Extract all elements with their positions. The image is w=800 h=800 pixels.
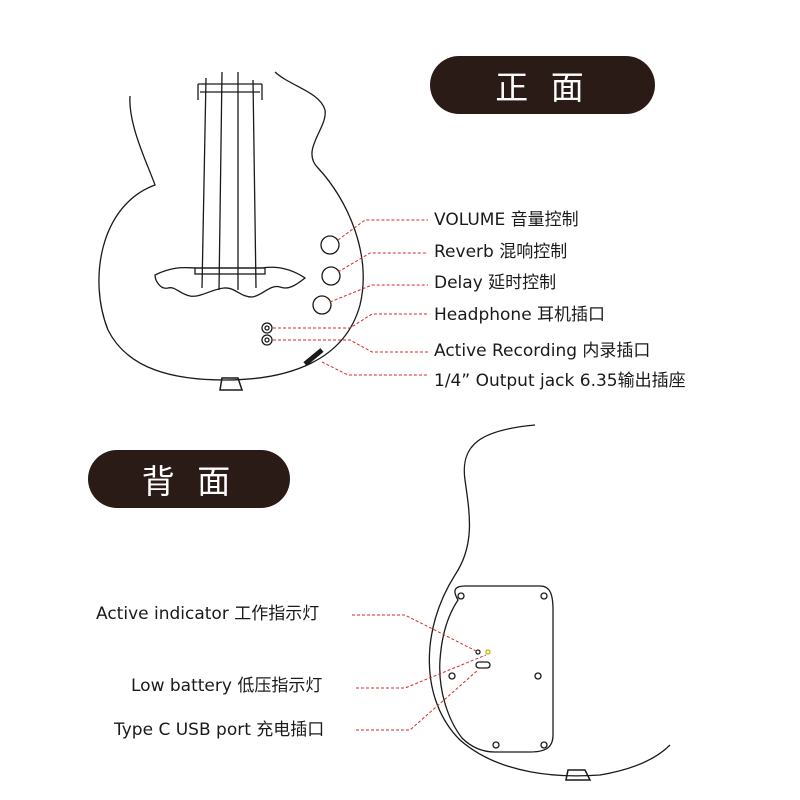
volume-knob xyxy=(320,235,340,255)
active-indicator-led xyxy=(475,649,481,655)
back-section-title: 背 面 xyxy=(88,450,290,508)
leader-active-indicator xyxy=(352,614,479,653)
headphone-jack xyxy=(261,322,273,334)
callout-delay: Delay 延时控制 xyxy=(434,273,557,293)
callout-usbc: Type C USB port 充电插口 xyxy=(114,720,325,740)
callout-low-battery: Low battery 低压指示灯 xyxy=(131,676,323,696)
leader-delay xyxy=(329,284,428,303)
output-jack xyxy=(303,348,324,366)
usb-c-port xyxy=(475,661,491,669)
front-nut xyxy=(197,83,263,100)
front-guitar-body xyxy=(98,71,364,381)
leader-low-battery xyxy=(356,654,487,689)
leader-usbc xyxy=(356,669,479,731)
callout-active-indicator: Active indicator 工作指示灯 xyxy=(96,604,320,624)
leader-headphone xyxy=(273,313,428,329)
back-guitar-body xyxy=(428,424,671,777)
leader-recording xyxy=(273,339,428,353)
reverb-knob xyxy=(321,266,341,286)
leader-output xyxy=(321,361,428,376)
callout-volume: VOLUME 音量控制 xyxy=(434,210,579,230)
back-strap-button xyxy=(565,769,592,781)
callout-active-recording: Active Recording 内录插口 xyxy=(434,341,651,361)
leader-volume xyxy=(337,219,428,241)
callout-reverb: Reverb 混响控制 xyxy=(434,242,568,262)
delay-knob xyxy=(312,295,332,315)
back-plate xyxy=(439,585,554,753)
callout-headphone: Headphone 耳机插口 xyxy=(434,305,606,325)
front-section-title: 正 面 xyxy=(430,56,655,114)
front-bridge xyxy=(154,266,307,298)
recording-jack xyxy=(261,334,273,346)
low-battery-led xyxy=(485,649,491,655)
callout-output-jack: 1/4” Output jack 6.35输出插座 xyxy=(434,371,686,391)
front-strap-button xyxy=(219,377,244,391)
leader-reverb xyxy=(337,252,428,273)
